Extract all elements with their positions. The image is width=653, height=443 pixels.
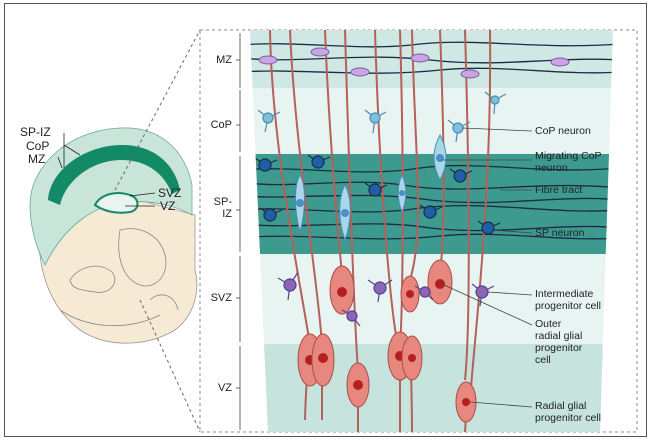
brain-label-vz: VZ	[160, 200, 175, 212]
brain-label-svz: SVZ	[158, 187, 181, 199]
brain-section	[30, 30, 200, 432]
callout-outer-3: progenitor	[535, 342, 582, 354]
nucleus	[406, 290, 414, 298]
callout-cop-neuron: CoP neuron	[535, 125, 591, 137]
callout-fibre-tract: Fibre tract	[535, 184, 582, 196]
callout-sp-neuron: SP neuron	[535, 227, 584, 239]
nucleus	[462, 398, 470, 406]
callout-migrating-1: Migrating CoP	[535, 150, 602, 162]
zone-label-svz: SVZ	[192, 292, 232, 304]
zone-label-sp-iz-2: IZ	[192, 208, 232, 220]
callout-radial-1: Radial glial	[535, 400, 586, 412]
zone-label-sp-iz-1: SP-	[192, 196, 232, 208]
nucleus	[337, 287, 347, 297]
zone-label-vz: VZ	[192, 382, 232, 394]
nucleus	[353, 380, 363, 390]
brain-label-sp-iz: SP-IZ	[20, 126, 51, 138]
brain-label-cop: CoP	[26, 140, 49, 152]
zone-label-mz: MZ	[192, 54, 232, 66]
nucleus	[408, 354, 416, 362]
callout-radial-2: progenitor cell	[535, 412, 601, 424]
zone-label-cop: CoP	[192, 119, 232, 131]
nucleus	[435, 279, 445, 289]
callout-outer-4: cell	[535, 354, 551, 366]
zone-braces	[236, 33, 240, 430]
callout-intermediate-2: progenitor cell	[535, 300, 601, 312]
callout-outer-2: radial glial	[535, 330, 582, 342]
nucleus	[318, 353, 328, 363]
brain-label-mz: MZ	[28, 153, 45, 165]
callout-intermediate-1: Intermediate	[535, 288, 593, 300]
callout-migrating-2: neuron	[535, 162, 568, 174]
callout-outer-1: Outer	[535, 318, 561, 330]
